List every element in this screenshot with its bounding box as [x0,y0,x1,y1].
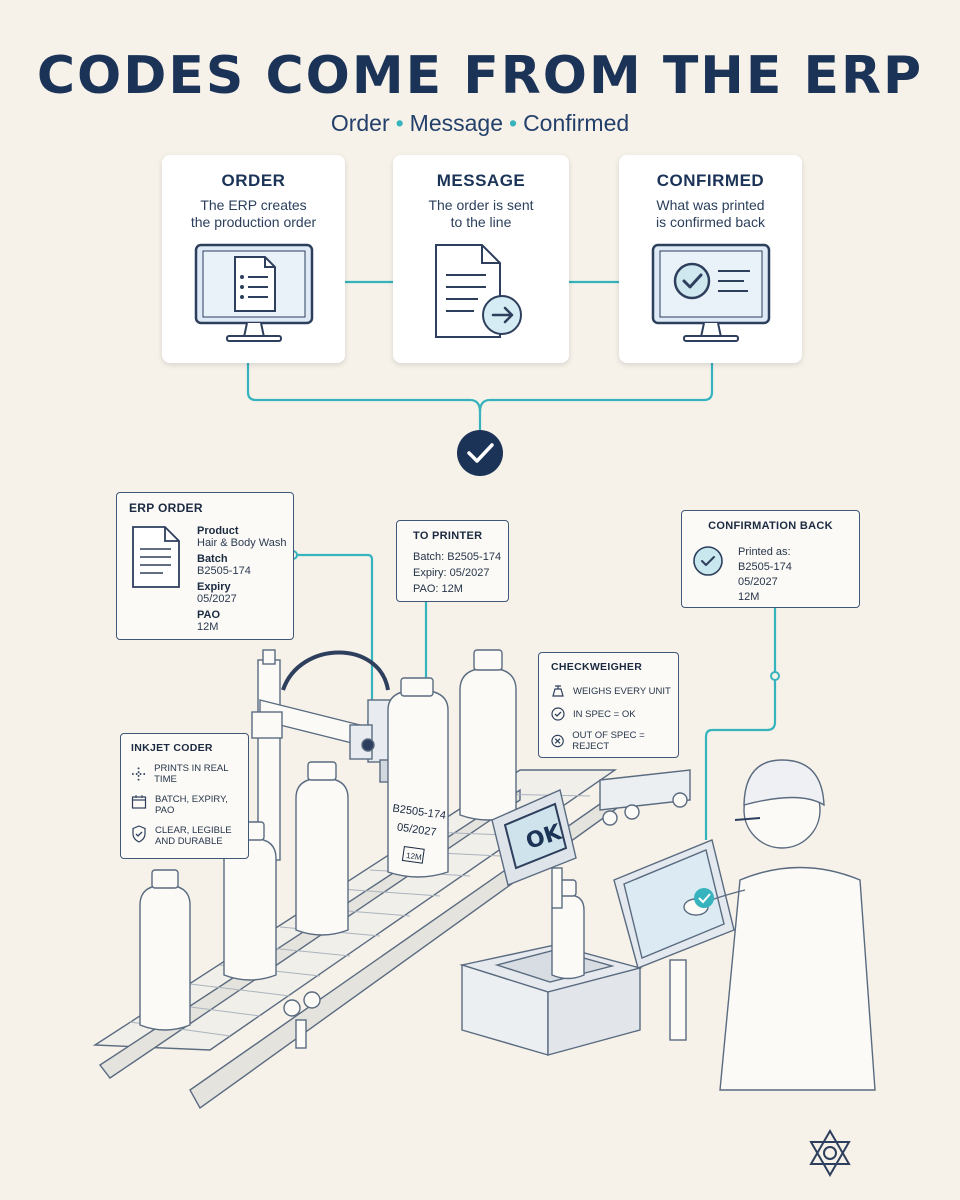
panel-title: CONFIRMATION BACK [708,520,833,532]
subtitle-separator: • [395,110,404,136]
inkjet-coder-panel: INKJET CODER PRINTS IN REAL TIME BATCH, … [120,733,249,859]
confirmation-line: 05/2027 [738,576,778,588]
panel-title: CHECKWEIGHER [551,661,643,673]
checkweigher-item: IN SPEC = OK [551,707,678,721]
brand-logo [809,1128,851,1178]
confirmation-panel: CONFIRMATION BACK Printed as: B2505-174 … [681,510,860,608]
confirmation-lines: Printed as: B2505-174 05/2027 12M [738,545,792,605]
step-description: The ERP creates the production order [162,197,345,231]
field-label: Batch [197,553,228,565]
subtitle-message: Message [409,110,503,136]
step-desc-line: is confirmed back [656,214,765,230]
page-title: CODES COME FROM THE ERP [36,46,924,106]
item-text-line: AND DURABLE [155,836,223,847]
check-circle-icon [693,546,723,576]
item-text: WEIGHS EVERY UNIT [573,685,671,697]
bottle [139,869,191,1031]
step-desc-line: What was printed [656,197,765,213]
panel-title: INKJET CODER [131,742,213,754]
step-desc-line: The ERP creates [200,197,307,213]
step-title: CONFIRMED [656,171,765,190]
calendar-icon [131,795,147,809]
erp-order-panel: ERP ORDER Product Hair & Body Wash Batch… [116,492,294,640]
print-cable [281,650,390,691]
item-text: PRINTS IN REAL TIME [154,763,229,785]
panel-title: ERP ORDER [129,501,203,515]
bottle [295,761,349,936]
step-description: The order is sent to the line [393,197,569,231]
bottle-code-pao: 12M [406,851,423,862]
field-label: PAO [197,609,221,621]
step-description: What was printed is confirmed back [619,197,802,231]
confirmation-line: Printed as: [738,546,791,558]
step-title: MESSAGE [436,171,526,190]
step-card-order: ORDER The ERP creates the production ord… [162,155,345,363]
field-label: Product [197,525,239,537]
erp-order-fields: Product Hair & Body Wash Batch B2505-174… [197,521,286,633]
confirmation-line: 12M [738,591,760,603]
step-title: ORDER [221,171,286,190]
inkjet-item: PRINTS IN REAL TIME [131,763,248,785]
bottle-code-line: 05/2027 [396,821,437,838]
printer-line: PAO: 12M [413,583,463,595]
checkweigher-items: WEIGHS EVERY UNIT IN SPEC = OK OUT OF SP… [551,675,678,752]
field-value: 05/2027 [197,593,237,605]
field-value: Hair & Body Wash [197,537,287,549]
item-text: BATCH, EXPIRY,PAO [155,794,228,816]
printer-line: Batch: B2505-174 [413,551,502,563]
item-text: IN SPEC = OK [573,708,636,720]
field-value: B2505-174 [197,565,251,577]
field-value: 12M [197,621,219,633]
step-desc-line: the production order [190,214,317,230]
step-card-message: MESSAGE The order is sent to the line [393,155,569,363]
center-check-icon [457,430,503,476]
item-text-line: PAO [155,805,175,816]
item-text: OUT OF SPEC = REJECT [572,730,645,752]
to-printer-lines: Batch: B2505-174 Expiry: 05/2027 PAO: 12… [413,549,501,597]
scale-icon [552,685,564,697]
shield-check-icon [132,825,146,843]
checkweigher-item: OUT OF SPEC = REJECT [551,730,678,752]
item-text-line: BATCH, EXPIRY, [155,794,228,805]
confirmation-line: B2505-174 [738,561,792,573]
monitor-document-icon [194,243,313,342]
inkjet-item: BATCH, EXPIRY,PAO [131,794,248,816]
page-subtitle: Order•Message•Confirmed [0,110,960,137]
step-desc-line: to the line [450,214,512,230]
subtitle-confirmed: Confirmed [523,110,630,136]
monitor-check-icon [651,243,770,342]
item-text-line: CLEAR, LEGIBLE [155,825,232,836]
roller [283,999,301,1017]
checkweigher-item: WEIGHS EVERY UNIT [551,684,678,698]
bottle [459,649,517,821]
step-desc-line: The order is sent [428,197,534,213]
operator-body [719,866,876,1091]
x-circle-icon [551,734,564,748]
spray-dots-icon [131,767,146,781]
document-send-icon [435,244,522,338]
inkjet-items: PRINTS IN REAL TIME BATCH, EXPIRY,PAO CL… [131,754,248,847]
printer-line: Expiry: 05/2027 [413,567,490,579]
field-label: Expiry [197,581,231,593]
roller [303,991,321,1009]
bottle-printed [387,677,449,878]
check-circle-icon [551,707,565,721]
step-card-confirmed: CONFIRMED What was printed is confirmed … [619,155,802,363]
checkweigher-panel: CHECKWEIGHER WEIGHS EVERY UNIT IN SPEC =… [538,652,679,758]
panel-title: TO PRINTER [413,530,483,542]
document-icon [132,526,180,588]
to-printer-panel: TO PRINTER Batch: B2505-174 Expiry: 05/2… [396,520,509,602]
subtitle-order: Order [330,110,390,136]
subtitle-separator: • [509,110,518,136]
